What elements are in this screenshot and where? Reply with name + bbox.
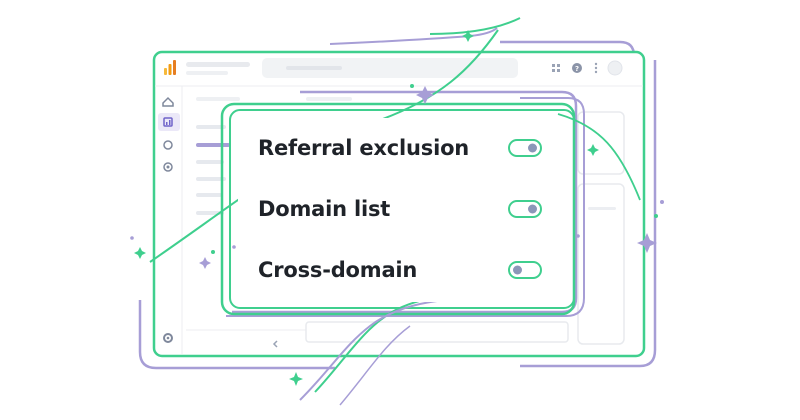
domain-list-toggle[interactable] [508,200,542,218]
avatar [607,60,623,76]
settings-row-cross-domain: Cross-domain [238,240,568,300]
settings-panel: Referral exclusion Domain list Cross-dom… [238,118,568,302]
apps-grid-icon [552,64,560,72]
flow-line-purple-bottom-thin [339,325,411,406]
dot [410,84,414,88]
explore-icon [163,140,173,150]
more-vert-icon [594,62,598,74]
flow-line-purple-bottom [299,297,471,401]
domain-list-label: Domain list [258,197,391,221]
flow-line-green-bottom [314,289,521,393]
settings-row-domain-list: Domain list [238,179,568,239]
content-card-placeholder [588,207,616,210]
content-title-placeholder [306,97,352,101]
collapse-chevron-icon [272,340,278,348]
search-placeholder [286,66,342,70]
settings-row-referral-exclusion: Referral exclusion [238,118,568,178]
analytics-logo-icon [164,60,176,75]
sparkle-icon [134,247,146,259]
nav-text-placeholder [196,160,224,164]
flow-line-green-top [429,17,521,35]
cross-domain-label: Cross-domain [258,258,418,282]
nav-text-placeholder [196,177,226,181]
advertising-icon [163,162,173,172]
content-card [305,321,569,343]
dot [130,236,134,240]
nav-text-placeholder [196,211,224,215]
flow-line-green-right [557,113,641,201]
deco-line-purple-bottom-left [138,300,335,370]
sparkle-icon [462,30,474,42]
toggle-knob [528,143,537,153]
nav-active-indicator [158,113,180,131]
dot [211,250,215,254]
nav-selected-placeholder [196,143,230,147]
sparkle-icon [637,233,657,253]
sparkle-icon [587,144,599,156]
sparkle-icon [416,86,434,104]
deco-line-purple-top [329,27,498,45]
toggle-knob [528,204,537,214]
nav-text-placeholder [196,97,240,101]
header-text-placeholder [186,62,250,67]
dot [654,214,658,218]
nav-text-placeholder [196,125,226,129]
cross-domain-toggle[interactable] [508,261,542,279]
content-card [577,183,625,345]
search-bar [262,58,518,78]
svg-text:?: ? [575,65,579,73]
home-icon [162,96,174,107]
toggle-knob [513,265,522,275]
help-icon [572,63,582,73]
gear-icon [163,333,173,343]
nav-text-placeholder [196,193,222,197]
reports-icon [163,117,173,127]
referral-exclusion-label: Referral exclusion [258,136,470,160]
dot [576,234,580,238]
sparkle-icon [199,257,211,269]
sparkle-icon [289,372,303,386]
dot [660,200,664,204]
referral-exclusion-toggle[interactable] [508,139,542,157]
content-card [577,111,625,175]
header-subtext-placeholder [186,71,228,75]
dot [232,245,236,249]
